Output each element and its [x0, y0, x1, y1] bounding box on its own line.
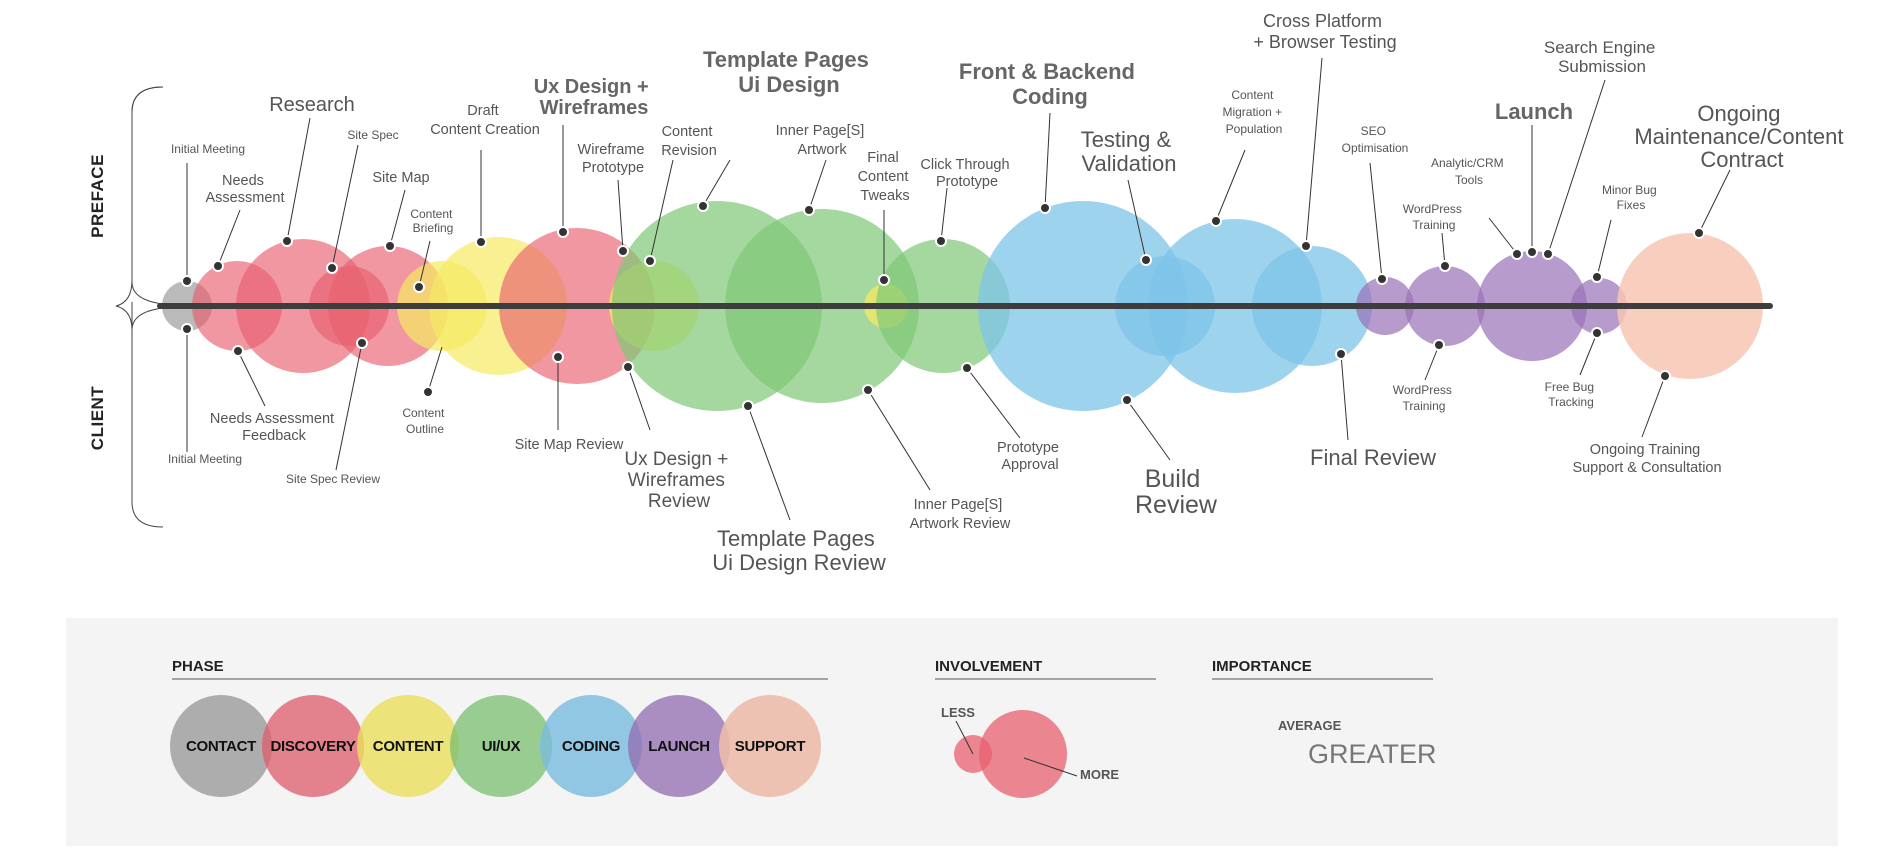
swatch-discovery [262, 695, 364, 797]
legend-involvement-title: INVOLVEMENT [935, 658, 1042, 675]
legend-phase-title: PHASE [172, 658, 224, 675]
legend-phase-swatches [170, 695, 821, 797]
label-minor-bug-fixes: Minor Bug Fixes [1602, 183, 1660, 212]
preface-brace [115, 86, 164, 331]
label-search-engine-submission: Search Engine Submission [1544, 38, 1660, 76]
label-needs-assessment: Needs Assessment [206, 173, 285, 206]
label-final-content-tweaks: Final Content Tweaks [858, 150, 913, 204]
swatch-support [719, 695, 821, 797]
legend-greater: GREATER [1308, 739, 1437, 769]
involvement-more-circle [979, 710, 1067, 798]
label-build-review: Build Review [1135, 465, 1218, 519]
legend-less: LESS [941, 705, 975, 720]
label-inner-pages-artwork-review: Inner Page[S] Artwork Review [910, 497, 1011, 532]
label-content-briefing: Content Briefing [410, 207, 455, 235]
label-content-outline: Content Outline [402, 406, 447, 436]
label-free-bug-tracking: Free Bug Tracking [1545, 380, 1598, 409]
leader-dots [181, 200, 1705, 412]
brace-top [131, 86, 164, 305]
label-site-map-review: Site Map Review [515, 437, 624, 453]
label-testing-validation: Testing & Validation [1081, 127, 1178, 176]
label-front-backend-coding: Front & Backend Coding [959, 59, 1141, 109]
swatch-coding [540, 695, 642, 797]
legend-label-content: CONTENT [373, 738, 444, 755]
label-final-review: Final Review [1310, 445, 1436, 470]
side-label-client: CLIENT [88, 386, 107, 451]
legend-importance-title: IMPORTANCE [1212, 658, 1312, 675]
label-ux-design-wireframes: Ux Design + Wireframes [534, 76, 655, 119]
leader-lines [186, 57, 1731, 521]
label-needs-assessment-feedback: Needs Assessment Feedback [210, 411, 338, 444]
label-analytic-crm-tools: Analytic/CRM Tools [1431, 156, 1507, 187]
label-seo-optimisation: SEO Optimisation [1342, 124, 1409, 155]
label-content-migration: Content Migration + Population [1222, 88, 1285, 136]
label-site-spec: Site Spec [347, 128, 398, 142]
label-wordpress-training-top: WordPress Training [1403, 202, 1465, 232]
legend-label-launch: LAUNCH [648, 738, 710, 755]
label-launch: Launch [1495, 99, 1573, 124]
label-wordpress-training-bottom: WordPress Training [1393, 383, 1455, 413]
swatch-content [357, 695, 459, 797]
client-brace [131, 307, 164, 528]
swatch-launch [628, 695, 730, 797]
legend-more: MORE [1080, 767, 1119, 782]
label-inner-pages-artwork: Inner Page[S] Artwork [776, 123, 869, 158]
swatch-contact [170, 695, 272, 797]
label-template-pages-review: Template Pages Ui Design Review [712, 526, 886, 575]
side-label-preface: PREFACE [88, 154, 107, 238]
legend-label-support: SUPPORT [735, 738, 806, 755]
label-ux-wireframes-review: Ux Design + Wireframes Review [624, 449, 733, 512]
legend-label-coding: CODING [562, 738, 620, 755]
label-ongoing-training: Ongoing Training Support & Consultation [1572, 442, 1721, 476]
label-site-spec-review: Site Spec Review [286, 472, 380, 486]
label-initial-meeting-top: Initial Meeting [171, 142, 245, 156]
legend-label-uiux: UI/UX [482, 738, 521, 755]
label-wireframe-prototype: Wireframe Prototype [578, 142, 649, 176]
label-click-through-prototype: Click Through Prototype [920, 157, 1013, 190]
label-draft-content-creation: Draft Content Creation [430, 103, 540, 138]
label-research: Research [269, 94, 355, 116]
involvement-more-leader [1023, 757, 1078, 777]
label-ongoing-maintenance: Ongoing Maintenance/Content Contract [1634, 101, 1849, 172]
label-content-revision: Content Revision [661, 124, 717, 159]
label-site-map: Site Map [372, 170, 429, 186]
label-prototype-approval: Prototype Approval [997, 440, 1063, 473]
label-cross-platform: Cross Platform + Browser Testing [1253, 11, 1396, 52]
involvement-less-leader [955, 720, 974, 755]
swatch-uiux [450, 695, 552, 797]
label-template-pages-ui-design: Template Pages Ui Design [703, 47, 875, 97]
legend-average: AVERAGE [1278, 718, 1342, 733]
legend-label-contact: CONTACT [186, 738, 256, 755]
label-initial-meeting-bottom: Initial Meeting [168, 452, 242, 466]
legend-label-discovery: DISCOVERY [270, 738, 355, 755]
